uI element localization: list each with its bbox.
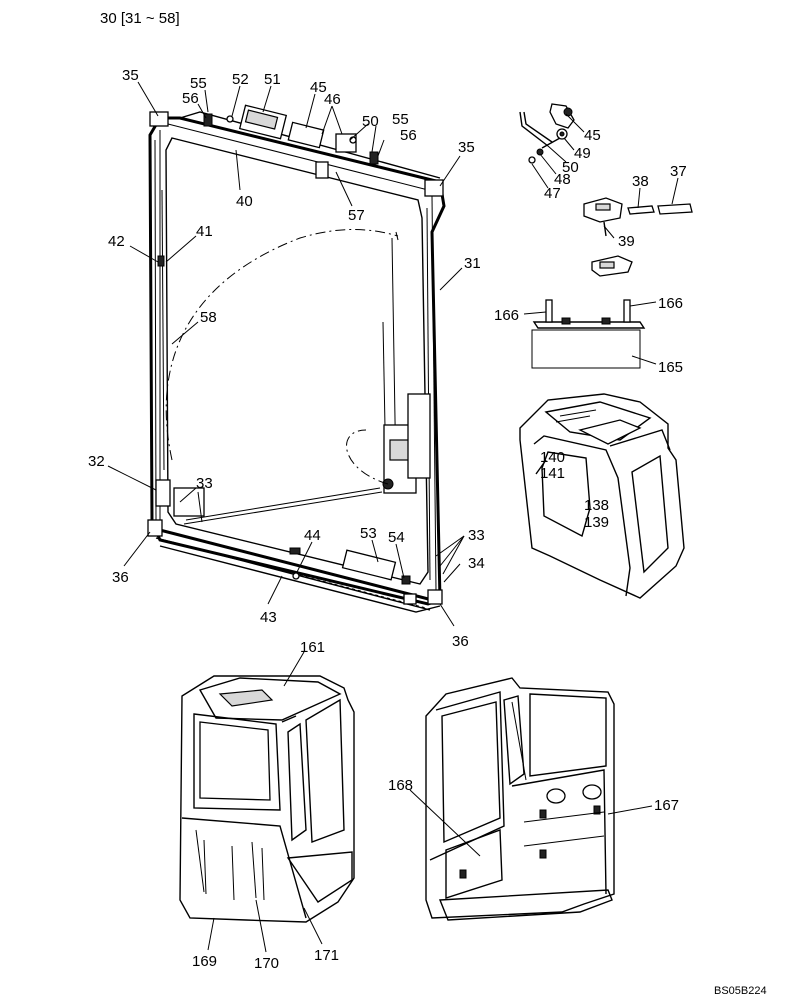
callout-138: 138	[584, 497, 609, 514]
callout-42: 42	[108, 233, 125, 250]
callout-45-linkage: 45	[584, 127, 601, 144]
callout-50-linkage: 50	[562, 159, 579, 176]
callout-33-left: 33	[196, 475, 213, 492]
callout-36-right: 36	[452, 633, 469, 650]
callout-57: 57	[348, 207, 365, 224]
callout-170: 170	[254, 955, 279, 972]
callout-54: 54	[388, 529, 405, 546]
callout-53: 53	[360, 525, 377, 542]
diagram-title: 30 [31 ~ 58]	[100, 10, 180, 27]
callout-43: 43	[260, 609, 277, 626]
callout-36-left: 36	[112, 569, 129, 586]
callout-55-left: 55	[190, 75, 207, 92]
callout-38: 38	[632, 173, 649, 190]
callout-49: 49	[574, 145, 591, 162]
latch-linkage-detail: 45 49 50 48 47	[519, 103, 601, 202]
callout-33-right: 33	[468, 527, 485, 544]
callout-169: 169	[192, 953, 217, 970]
callout-47: 47	[544, 185, 561, 202]
drawing-reference: BS05B224	[714, 985, 767, 997]
main-frame-leaders	[107, 81, 465, 627]
callout-166-right: 166	[658, 295, 683, 312]
callout-171: 171	[314, 947, 339, 964]
callout-51: 51	[264, 71, 281, 88]
callout-35-top-right: 35	[458, 139, 475, 156]
striker-detail: 38 37 39	[583, 163, 693, 277]
cab-exterior-detail: 161 169 170 171	[179, 639, 355, 972]
callout-165: 165	[658, 359, 683, 376]
callout-56-right: 56	[400, 127, 417, 144]
callout-161: 161	[300, 639, 325, 656]
callout-55-right: 55	[392, 111, 409, 128]
callout-168: 168	[388, 777, 413, 794]
callout-58: 58	[200, 309, 217, 326]
callout-41: 41	[196, 223, 213, 240]
callout-50-frame: 50	[362, 113, 379, 130]
callout-32: 32	[88, 453, 105, 470]
callout-39: 39	[618, 233, 635, 250]
callout-48: 48	[554, 171, 571, 188]
callout-141: 141	[540, 465, 565, 482]
callout-34: 34	[468, 555, 485, 572]
callout-52: 52	[232, 71, 249, 88]
callout-140: 140	[540, 449, 565, 466]
callout-46: 46	[324, 91, 341, 108]
cab-interior-detail: 168 167	[388, 677, 679, 921]
callout-56-left: 56	[182, 90, 199, 107]
callout-31: 31	[464, 255, 481, 272]
panel-detail: 166 166 165	[494, 295, 683, 376]
callout-44: 44	[304, 527, 321, 544]
callout-40: 40	[236, 193, 253, 210]
callout-139: 139	[584, 514, 609, 531]
door-frame-assembly	[147, 104, 446, 613]
callout-45-frame: 45	[310, 79, 327, 96]
callout-166-left: 166	[494, 307, 519, 324]
callout-167: 167	[654, 797, 679, 814]
callout-35-top-left: 35	[122, 67, 139, 84]
cab-shell-detail: 140 141 138 139	[519, 393, 685, 599]
main-frame-callouts: 35 55 56 52 51 45 46 50 55 56 35 40 57 4…	[88, 67, 485, 650]
callout-37: 37	[670, 163, 687, 180]
